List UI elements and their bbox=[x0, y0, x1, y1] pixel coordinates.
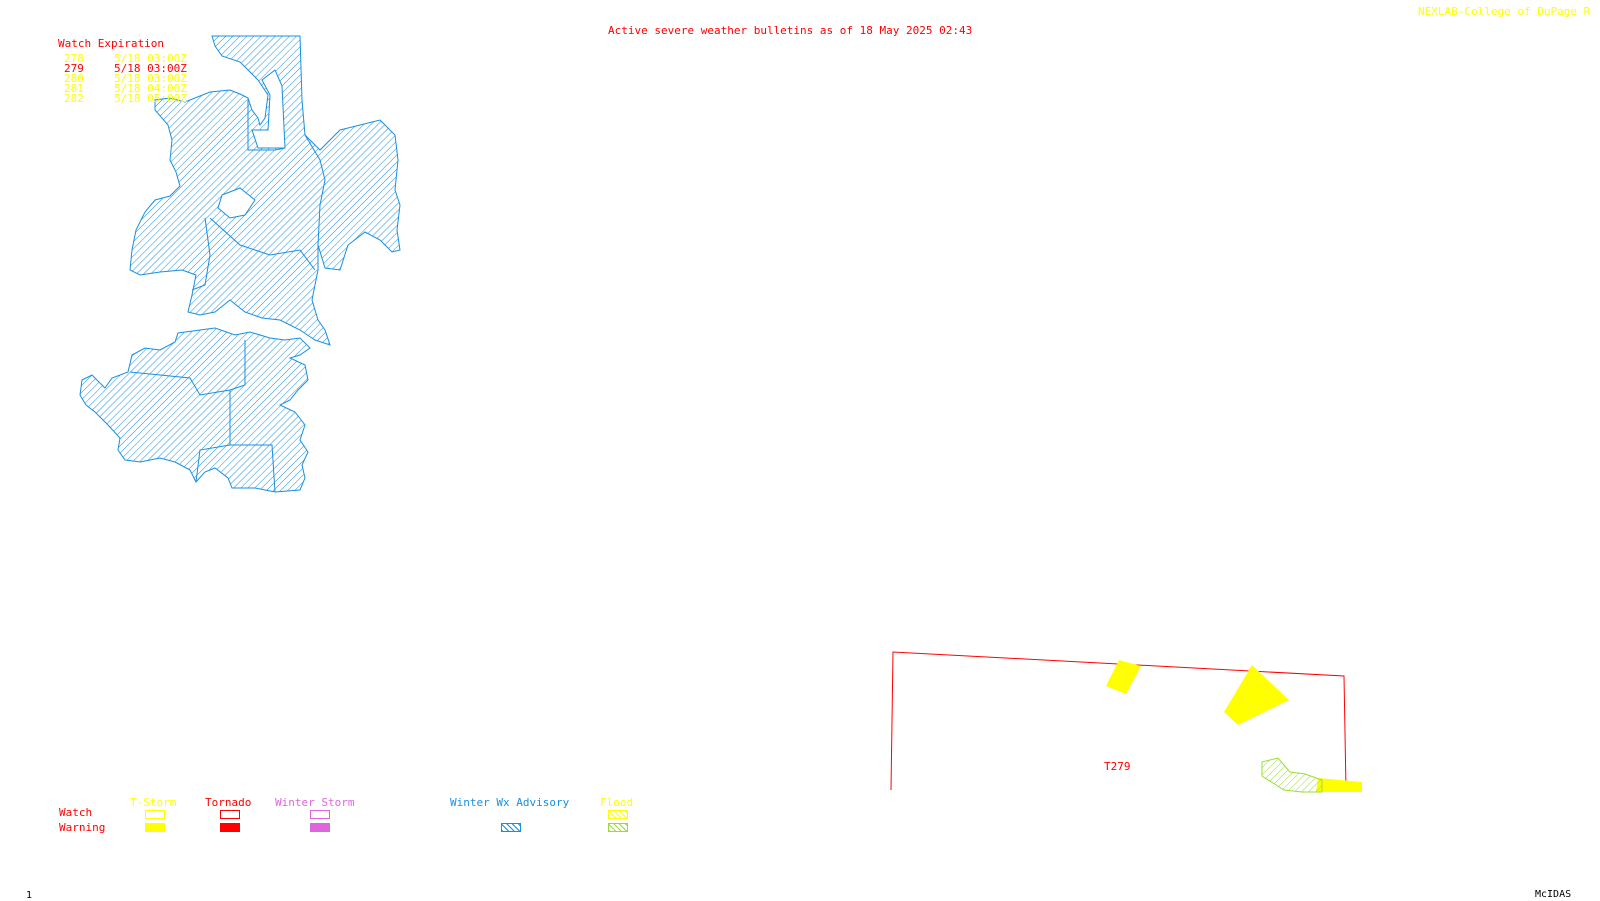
legend-col-winter-wx-advisory: Winter Wx Advisory bbox=[450, 796, 570, 809]
watch-expiration-row: 282 5/18 05:00Z bbox=[64, 92, 187, 105]
watch-id: 280 bbox=[64, 72, 84, 85]
legend-row-watch: Watch bbox=[59, 806, 93, 819]
software-credit: McIDAS bbox=[1535, 889, 1572, 900]
watch-id: 281 bbox=[64, 82, 84, 95]
legend-swatch-winter-storm-watch bbox=[310, 810, 330, 819]
legend-col-flood: Flood bbox=[600, 796, 634, 809]
legend-swatch-tstorm-watch bbox=[145, 810, 165, 819]
watch-expiration-row: 279 5/18 03:00Z bbox=[64, 62, 187, 75]
winter-wx-advisory-void bbox=[217, 187, 256, 219]
county-boundary bbox=[129, 371, 231, 396]
watch-expiry-time: 5/18 04:00Z bbox=[114, 82, 187, 95]
legend-swatch-tornado-watch bbox=[220, 810, 240, 819]
frame-number: 1 bbox=[26, 890, 33, 901]
winter-wx-advisory-area-south bbox=[79, 327, 311, 493]
county-boundary bbox=[195, 444, 231, 483]
county-boundary bbox=[247, 100, 286, 151]
tstorm-warning-area bbox=[1316, 778, 1362, 792]
watch-id: 279 bbox=[64, 62, 84, 75]
legend-swatch-winter-storm-warning bbox=[310, 823, 330, 832]
tstorm-warning-area bbox=[1106, 660, 1141, 694]
legend-swatch-tornado-warning bbox=[220, 823, 240, 832]
watch-expiry-time: 5/18 05:00Z bbox=[114, 92, 187, 105]
watch-expiration-row: 278 5/18 03:00Z bbox=[64, 52, 187, 65]
county-boundary bbox=[229, 340, 276, 493]
winter-wx-advisory-void bbox=[251, 69, 286, 149]
legend-col-winter-storm: Winter Storm bbox=[275, 796, 355, 809]
legend-swatch-winter-wx-advisory bbox=[501, 823, 521, 832]
source-credit: NEXLAB-College of DuPage R bbox=[1418, 5, 1591, 18]
watch-expiry-time: 5/18 03:00Z bbox=[114, 72, 187, 85]
legend-swatch-flood-watch bbox=[608, 810, 628, 819]
watch-expiration-heading: Watch Expiration bbox=[58, 37, 164, 50]
legend-swatch-flood-warning bbox=[608, 823, 628, 832]
county-boundary bbox=[191, 217, 211, 291]
legend-swatch-tstorm-warning bbox=[145, 823, 165, 832]
flood-warning-area bbox=[1261, 757, 1323, 793]
watch-expiration-row: 281 5/18 04:00Z bbox=[64, 82, 187, 95]
legend-col-tornado: Tornado bbox=[205, 796, 252, 809]
watch-id: 282 bbox=[64, 92, 84, 105]
watch-expiration-row: 280 5/18 03:00Z bbox=[64, 72, 187, 85]
watch-expiry-time: 5/18 03:00Z bbox=[114, 62, 187, 75]
watch-id: 278 bbox=[64, 52, 84, 65]
legend-row-warning: Warning bbox=[59, 821, 106, 834]
tornado-watch-label: T279 bbox=[1104, 760, 1131, 773]
legend-col-tstorm: T-Storm bbox=[130, 796, 177, 809]
watch-expiry-time: 5/18 03:00Z bbox=[114, 52, 187, 65]
winter-wx-advisory-area-north bbox=[129, 35, 401, 346]
tstorm-warning-area bbox=[1224, 665, 1289, 725]
county-boundary bbox=[209, 217, 316, 271]
county-boundary bbox=[304, 134, 326, 246]
bulletin-title: Active severe weather bulletins as of 18… bbox=[608, 24, 973, 37]
